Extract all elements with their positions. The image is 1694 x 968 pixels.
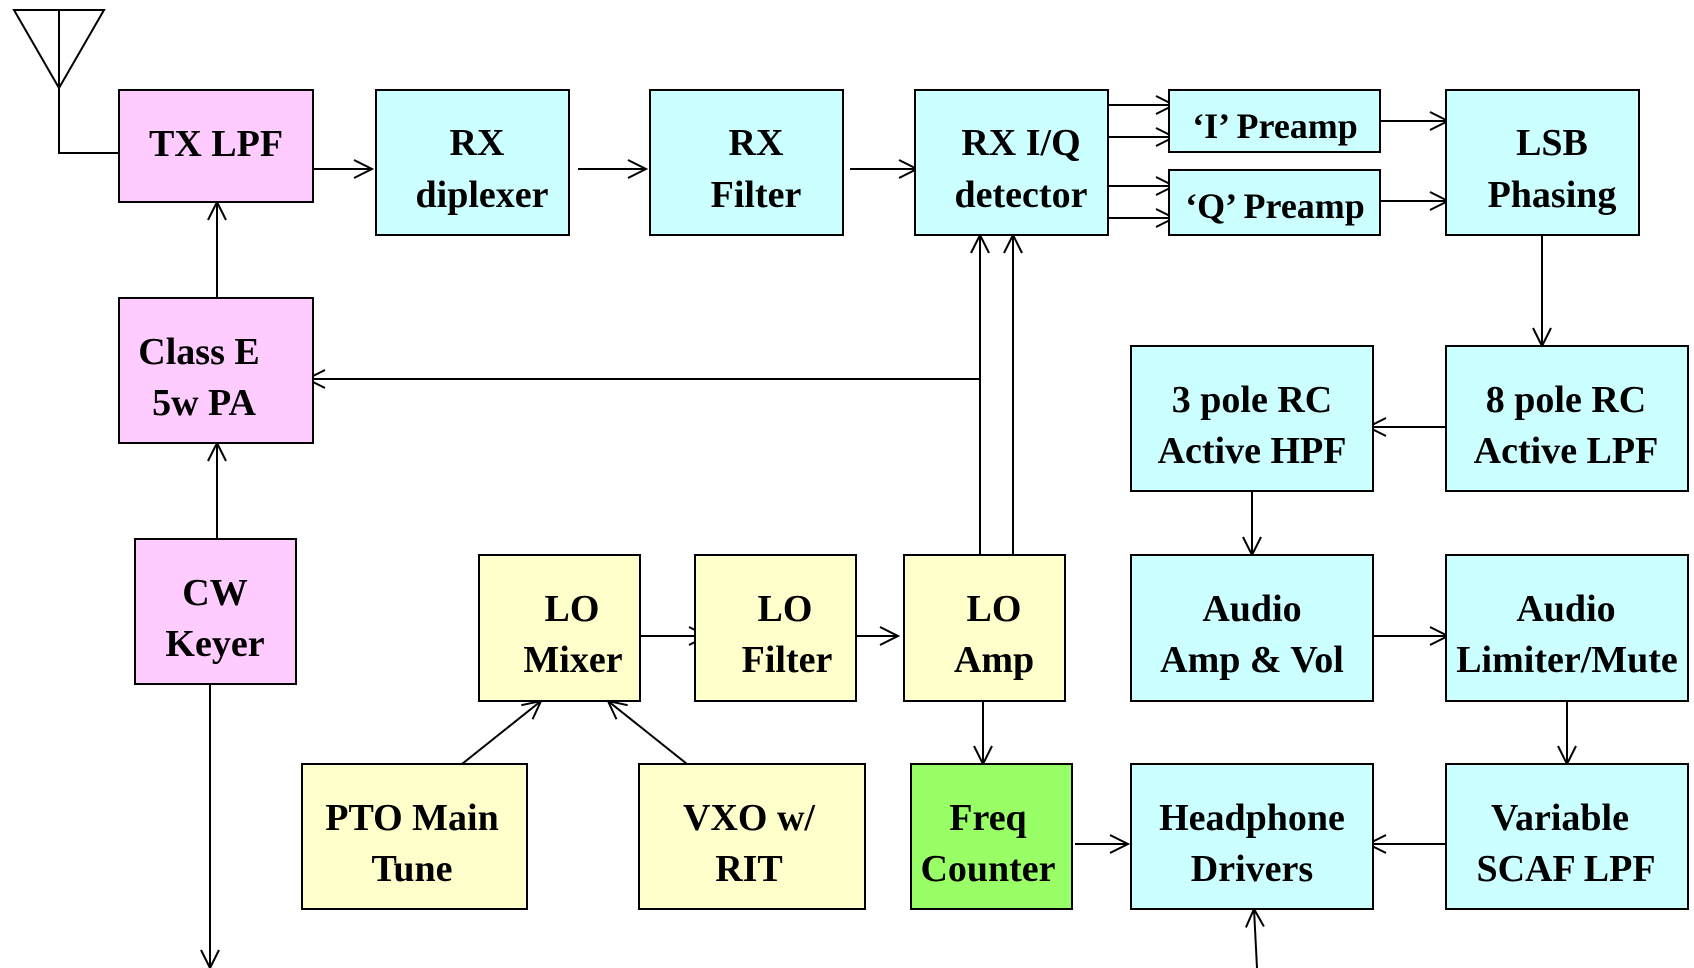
block-cw-keyer: CW Keyer: [134, 538, 297, 685]
block-lo-amp: LO Amp: [903, 554, 1066, 702]
block-label: 8 pole RC: [1486, 379, 1646, 421]
block-label: ‘I’ Preamp: [1192, 106, 1358, 146]
signal-connections: [200, 95, 1577, 968]
block-freq-counter: Freq Counter: [910, 763, 1073, 910]
block-headphone-drivers: Headphone Drivers: [1130, 763, 1374, 910]
block-label: 5w PA: [152, 382, 256, 424]
block-label: LO: [545, 588, 600, 630]
block-label: RX: [729, 122, 784, 164]
block-rx-diplexer: RX diplexer: [375, 89, 570, 236]
block-label: Drivers: [1191, 848, 1313, 890]
arrow-input-to-headphone: [1245, 906, 1265, 968]
block-label: Freq: [949, 797, 1026, 839]
block-label: ‘Q’ Preamp: [1185, 186, 1365, 226]
block-label: Phasing: [1488, 174, 1617, 216]
block-rx-iq-detector: RX I/Q detector: [914, 89, 1109, 236]
block-audio-amp: Audio Amp & Vol: [1130, 554, 1374, 702]
block-lo-mixer: LO Mixer: [478, 554, 641, 702]
block-3-pole-hpf: 3 pole RC Active HPF: [1130, 345, 1374, 492]
block-label: 3 pole RC: [1172, 379, 1332, 421]
block-i-preamp: ‘I’ Preamp: [1168, 89, 1381, 153]
block-scaf-lpf: Variable SCAF LPF: [1445, 763, 1689, 910]
block-rx-filter: RX Filter: [649, 89, 844, 236]
block-label: SCAF LPF: [1476, 848, 1655, 890]
block-label: Filter: [711, 174, 802, 216]
arrow-vxo-to-mixer: [606, 699, 688, 765]
block-label: Mixer: [523, 639, 622, 681]
block-label: LO: [967, 588, 1022, 630]
block-label: Audio: [1516, 588, 1615, 630]
block-label: Audio: [1202, 588, 1301, 630]
block-label: Amp & Vol: [1160, 639, 1344, 681]
block-label: Filter: [742, 639, 833, 681]
block-label: Amp: [954, 639, 1034, 681]
block-class-e-pa: Class E 5w PA: [118, 297, 314, 444]
block-label: detector: [955, 174, 1088, 216]
block-pto-main-tune: PTO Main Tune: [301, 763, 528, 910]
block-label: Active HPF: [1158, 430, 1347, 472]
block-label: VXO w/: [683, 797, 815, 839]
block-label: Class E: [138, 331, 259, 373]
block-label: PTO Main: [325, 797, 499, 839]
block-lsb-phasing: LSB Phasing: [1445, 89, 1640, 236]
block-label: RIT: [715, 848, 783, 890]
block-tx-lpf: TX LPF: [118, 89, 314, 203]
block-label: RX I/Q: [961, 122, 1080, 164]
block-8-pole-lpf: 8 pole RC Active LPF: [1445, 345, 1689, 492]
block-label: Active LPF: [1474, 430, 1659, 472]
block-label: Keyer: [165, 623, 264, 665]
antenna-icon: [12, 9, 123, 154]
block-label: Tune: [372, 848, 453, 890]
block-label: LO: [758, 588, 813, 630]
block-label: Headphone: [1159, 797, 1345, 839]
block-label: TX LPF: [149, 123, 283, 165]
block-label: LSB: [1516, 122, 1588, 164]
arrow-pto-to-mixer: [461, 699, 543, 765]
block-audio-limiter: Audio Limiter/Mute: [1445, 554, 1689, 702]
block-label: Counter: [920, 848, 1055, 890]
block-vxo-rit: VXO w/ RIT: [638, 763, 866, 910]
block-lo-filter: LO Filter: [694, 554, 857, 702]
block-label: Limiter/Mute: [1456, 639, 1678, 681]
block-label: diplexer: [416, 174, 549, 216]
block-label: Variable: [1491, 797, 1629, 839]
block-label: CW: [182, 572, 247, 614]
block-label: RX: [450, 122, 505, 164]
block-q-preamp: ‘Q’ Preamp: [1168, 169, 1381, 236]
